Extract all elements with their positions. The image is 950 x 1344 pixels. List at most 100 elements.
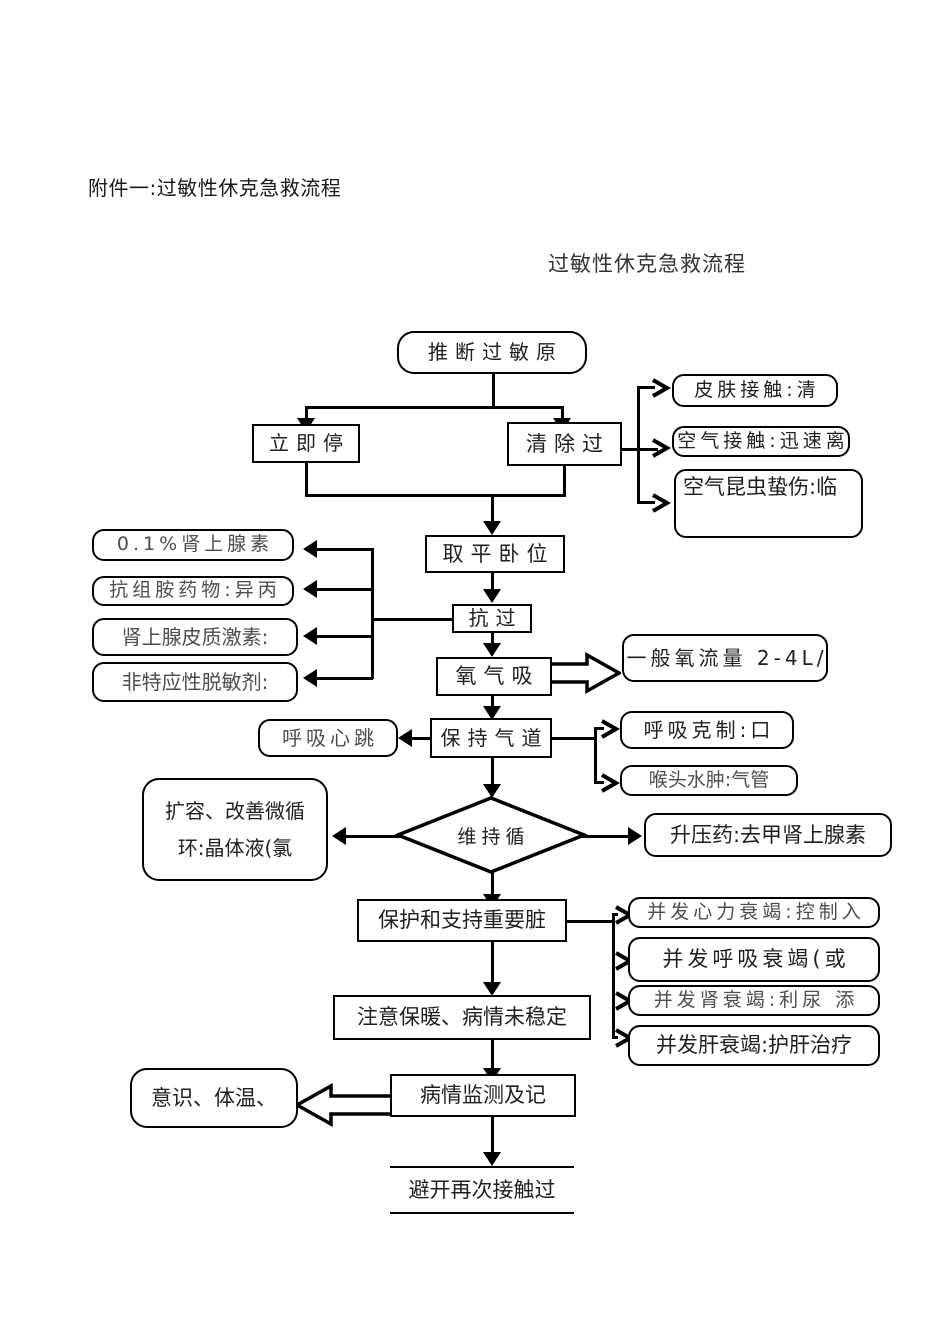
attachment-label: 附件一:过敏性休克急救流程 [88,176,342,200]
edge-n22-right [566,920,614,923]
edge-n2-down [305,463,308,496]
node-keep-warm[interactable]: 注意保暖、病情未稳定 [333,995,591,1040]
node-label: 并发呼吸衰竭(或 [662,947,850,972]
edge-n15-branch-2 [594,781,604,784]
node-label: 皮肤接触:清 [694,378,820,401]
node-heart-failure[interactable]: 并发心力衰竭:控制入 [628,897,880,928]
arrowhead-to-n12 [303,580,317,598]
node-consciousness-temp[interactable]: 意识、体温、 [130,1068,298,1128]
arrowhead-to-n13 [303,627,317,645]
edge-n3-right [622,448,658,451]
edge-n22-branch-4 [612,1036,618,1039]
node-label: 0.1%肾上腺素 [116,533,274,556]
arrowhead-to-n19 [483,784,501,798]
node-label: 保持气道 [440,725,549,750]
node-label: 清除过 [526,431,610,456]
edge-n8-to-n9 [491,633,494,647]
edge-med-branch-2 [317,588,373,591]
node-label: 立即停 [269,431,350,455]
node-anti-allergy[interactable]: 抗过 [452,604,532,633]
node-organ-support[interactable]: 保护和支持重要脏 [357,899,567,942]
node-label: 抗组胺药物:异丙 [109,579,281,602]
node-supine-position[interactable]: 取平卧位 [425,535,565,573]
node-respiratory-failure[interactable]: 并发呼吸衰竭(或 [628,937,880,982]
edge-n19-left [346,835,408,838]
edge-n22-branch-1 [612,913,618,916]
edge-n1-down [492,374,495,408]
node-laryngeal-edema[interactable]: 喉头水肿:气管 [620,765,798,796]
edge-n19-right [578,835,630,838]
node-air-contact[interactable]: 空气接触:迅速离 [672,426,850,457]
edge-n15-branch-1 [594,727,604,730]
node-breathing-heartbeat[interactable]: 呼吸心跳 [258,719,398,757]
node-label: 升压药:去甲肾上腺素 [669,822,867,847]
node-antihistamine[interactable]: 抗组胺药物:异丙 [92,576,294,606]
node-label: 呼吸心跳 [282,725,378,750]
node-respiratory-control[interactable]: 呼吸克制:口 [620,711,794,749]
edge-n15-right [551,737,596,740]
edge-n9-to-n15 [491,696,494,710]
chevron-to-n6 [651,493,673,513]
node-label: 避开再次接触过 [408,1177,556,1202]
node-desensitizer[interactable]: 非特应性脱敏剂: [92,662,298,702]
chevron-to-n18 [600,773,622,793]
node-corticosteroid[interactable]: 肾上腺皮质激素: [92,618,298,656]
node-label: 喉头水肿:气管 [648,768,770,791]
edge-n7-to-n8 [491,573,494,593]
chevron-to-n17 [600,719,622,739]
node-vasopressor[interactable]: 升压药:去甲肾上腺素 [644,813,892,857]
edge-n22-right-trunk [612,913,615,1038]
node-label-line1: 扩容、改善微循 [165,798,305,823]
edge-n27-to-n28 [491,1040,494,1072]
node-volume-expansion[interactable]: 扩容、改善微循 环:晶体液(氯 [142,778,328,881]
edge-n22-to-n27 [491,942,494,986]
node-label: 病情监测及记 [420,1083,546,1108]
node-insect-sting[interactable]: 空气昆虫蛰伤:临 [674,469,863,538]
node-maintain-airway[interactable]: 保持气道 [430,718,552,758]
edge-merge-bar [305,494,566,497]
node-label: 空气接触:迅速离 [677,429,849,452]
node-skin-contact[interactable]: 皮肤接触:清 [672,374,838,407]
edge-right-branch-3 [637,501,655,504]
node-maintain-circulation[interactable]: 维持循 [395,795,587,875]
node-infer-allergen[interactable]: 推断过敏原 [397,331,587,374]
edge-n19-to-n22 [491,872,494,898]
node-label: 非特应性脱敏剂: [121,669,269,694]
edge-med-branch-3 [317,635,373,638]
arrowhead-to-n14 [303,669,317,687]
node-label: 并发肾衰竭:利尿 添 [653,988,859,1011]
node-remove-allergen[interactable]: 清除过 [507,422,622,466]
node-condition-monitoring[interactable]: 病情监测及记 [390,1074,576,1117]
arrowhead-to-n27 [483,982,501,996]
block-arrow-to-n29 [295,1083,395,1127]
arrowhead-to-n11 [303,540,317,558]
node-label: 氧气吸 [455,664,540,689]
node-oxygen-inhalation[interactable]: 氧气吸 [436,657,552,696]
node-label: 肾上腺皮质激素: [121,624,269,649]
edge-split-bar-top [305,406,563,409]
chevron-to-n4 [651,378,673,398]
arrowhead-to-n21 [628,827,642,845]
edge-n28-to-n30 [491,1116,494,1160]
edge-med-trunk [371,548,374,679]
page-title: 过敏性休克急救流程 [548,252,746,276]
node-renal-failure[interactable]: 并发肾衰竭:利尿 添 [628,985,880,1016]
node-label: 一般氧流量 2-4L/ [626,645,828,670]
edge-branch-left-down [305,406,308,422]
node-epinephrine[interactable]: 0.1%肾上腺素 [92,529,294,561]
edge-med-branch-4 [317,677,373,680]
node-label: 并发肝衰竭:护肝治疗 [655,1033,853,1058]
edge-branch-right-down [561,406,564,422]
arrowhead-to-n15 [483,706,501,720]
node-avoid-reexposure[interactable]: 避开再次接触过 [390,1166,574,1214]
node-label: 注意保暖、病情未稳定 [357,1005,567,1030]
node-label: 维持循 [457,825,530,848]
node-oxygen-flow-rate[interactable]: 一般氧流量 2-4L/ [622,634,828,682]
node-label: 取平卧位 [442,541,555,566]
node-stop-immediately[interactable]: 立即停 [252,424,360,463]
arrowhead-to-n30 [483,1152,501,1166]
arrowhead-to-n8 [483,589,501,603]
node-liver-failure[interactable]: 并发肝衰竭:护肝治疗 [628,1025,880,1066]
arrowhead-to-n20 [332,827,346,845]
node-label: 空气昆虫蛰伤:临 [683,475,838,499]
